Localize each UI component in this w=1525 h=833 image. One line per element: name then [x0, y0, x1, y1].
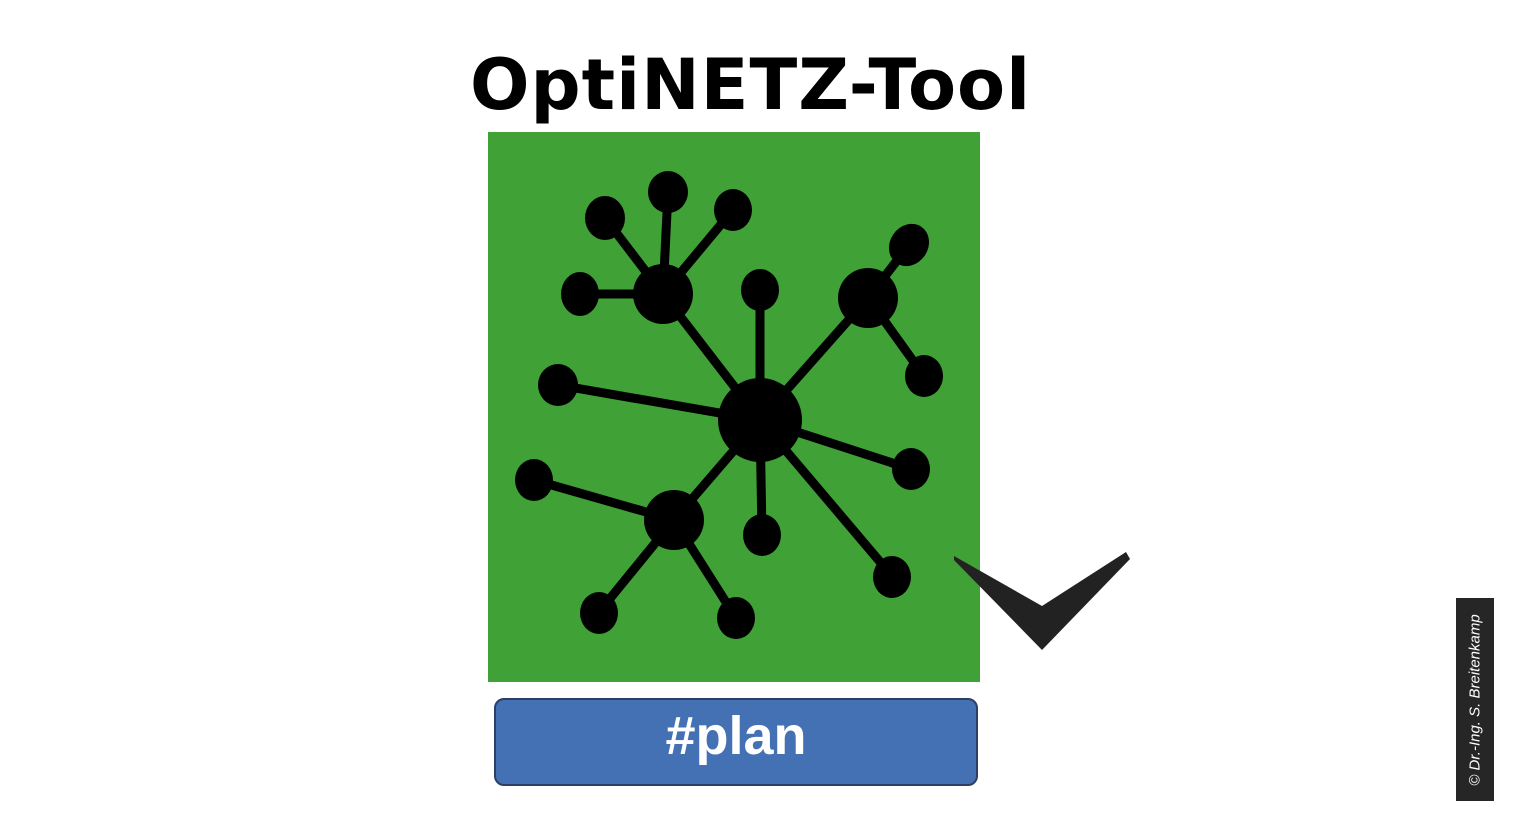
- copyright-badge: © Dr.-Ing. S. Breitenkamp: [1456, 598, 1494, 801]
- checkmark-icon: [954, 552, 1130, 650]
- leaf-node: [714, 189, 752, 231]
- copyright-text: © Dr.-Ing. S. Breitenkamp: [1466, 613, 1483, 786]
- leaf-node: [888, 223, 930, 267]
- leaf-node: [892, 448, 930, 490]
- leaf-node: [717, 597, 755, 639]
- leaf-node: [648, 171, 688, 213]
- leaf-node: [873, 556, 911, 598]
- leaf-node: [580, 592, 618, 634]
- hub-node: [838, 268, 898, 328]
- leaf-node: [743, 514, 781, 556]
- network-graph-icon: [515, 171, 943, 639]
- leaf-node: [515, 459, 553, 501]
- hub-node: [633, 264, 693, 324]
- leaf-node: [561, 272, 599, 316]
- app-title: OptiNETZ-Tool: [470, 44, 1032, 126]
- leaf-node: [905, 355, 943, 397]
- leaf-node: [585, 196, 625, 240]
- leaf-node: [741, 269, 779, 311]
- hub-node: [718, 378, 802, 462]
- plan-button[interactable]: #plan: [494, 698, 978, 786]
- hub-node: [644, 490, 704, 550]
- leaf-node: [538, 364, 578, 406]
